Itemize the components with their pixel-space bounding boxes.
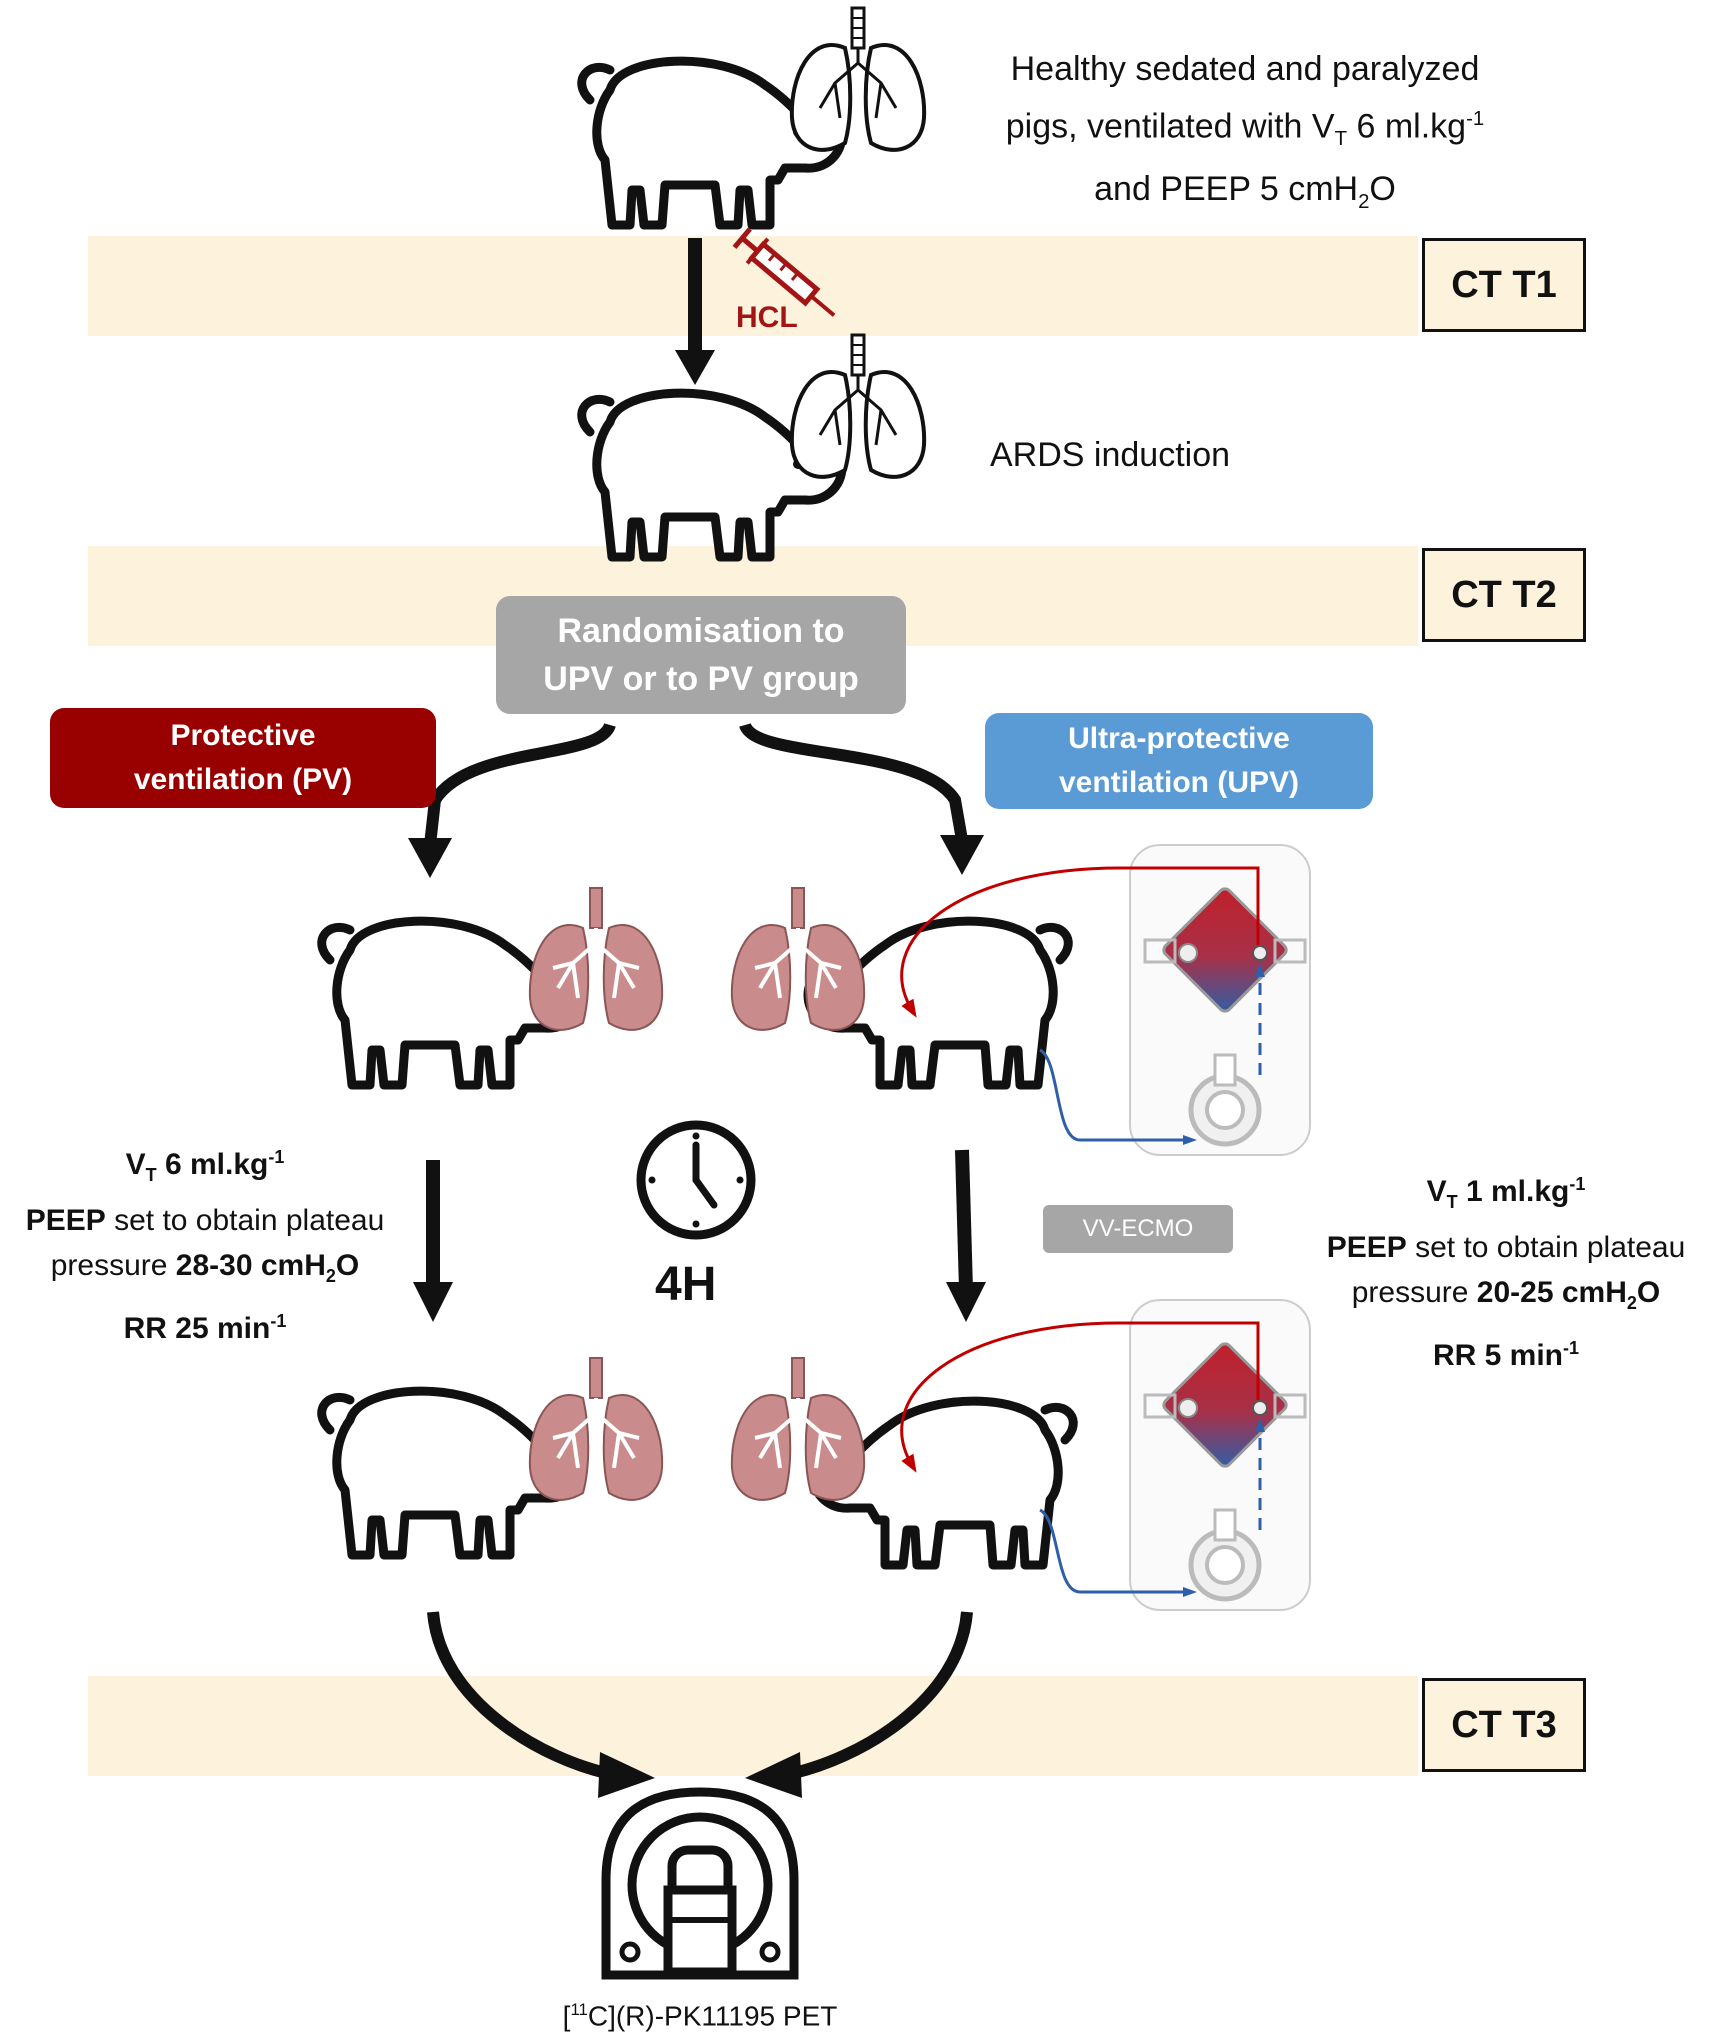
- pv-box: Protective ventilation (PV): [50, 708, 436, 808]
- arrow-icon: [675, 350, 715, 385]
- lungs-icon: [789, 6, 927, 152]
- text-part: set to obtain plateau: [1406, 1231, 1686, 1264]
- text-sup: -1: [1466, 108, 1485, 130]
- text-sup: -1: [1563, 1338, 1580, 1358]
- ct-label: CT: [1451, 1703, 1513, 1746]
- text-part: pressure: [50, 1249, 176, 1282]
- randomisation-line2: UPV or to PV group: [543, 660, 859, 698]
- text-sup: 11: [570, 2000, 588, 2019]
- hcl-label: HCL: [736, 301, 798, 334]
- text-part: 6 ml.kg: [156, 1148, 269, 1181]
- lungs-icon: [527, 1356, 665, 1502]
- text-part: pressure: [1351, 1276, 1477, 1309]
- upv-line2: ventilation (UPV): [1058, 766, 1299, 799]
- text-part: pigs, ventilated with V: [1005, 107, 1335, 146]
- ct-t3-band: [88, 1676, 1418, 1776]
- lungs-icon: [729, 1356, 867, 1502]
- text-part: [: [562, 2000, 571, 2032]
- text-sup: -1: [1569, 1174, 1586, 1194]
- ct-label: CT: [1451, 263, 1513, 306]
- text-sub: T: [1334, 128, 1348, 151]
- pv-rr: RR 25 min-1: [0, 1299, 410, 1351]
- lungs-icon: [789, 333, 927, 479]
- text-part: O: [1636, 1276, 1661, 1309]
- lungs-icon: [729, 886, 867, 1032]
- arrow-icon: [408, 838, 452, 878]
- upv-pressure: pressure 20-25 cmH2O: [1300, 1270, 1712, 1326]
- ecmo-label-text: VV-ECMO: [1082, 1215, 1194, 1242]
- timepoint-label: T2: [1512, 573, 1557, 616]
- baseline-line2: pigs, ventilated with VT 6 ml.kg-1: [965, 94, 1525, 164]
- ct-t1-box: CT T1: [1422, 238, 1586, 332]
- text-part: and PEEP 5 cmH: [1094, 170, 1359, 209]
- text-part: 1 ml.kg: [1457, 1175, 1570, 1208]
- ct-t2-box: CT T2: [1422, 548, 1586, 642]
- upv-line1: Ultra-protective: [1068, 722, 1290, 755]
- text-sub: T: [145, 1165, 157, 1185]
- text-part: 20-25 cmH: [1476, 1276, 1627, 1309]
- timepoint-label: T1: [1512, 263, 1557, 306]
- upv-peep: PEEP set to obtain plateau: [1300, 1225, 1712, 1270]
- pet-label: [11C](R)-PK11195 PET: [560, 1990, 840, 2036]
- text-part: V: [125, 1148, 146, 1181]
- ct-label: CT: [1451, 573, 1513, 616]
- text-part: set to obtain plateau: [105, 1204, 385, 1237]
- pv-line1: Protective: [170, 719, 316, 752]
- arrow-icon: [940, 835, 984, 875]
- text-sub: 2: [325, 1266, 336, 1286]
- pv-line2: ventilation (PV): [133, 763, 353, 796]
- ards-label: ARDS induction: [990, 436, 1231, 474]
- text-sup: -1: [268, 1147, 285, 1167]
- text-sub: T: [1446, 1192, 1458, 1212]
- arrow-icon: [745, 1752, 802, 1798]
- lungs-icon: [527, 886, 665, 1032]
- ecmo-circuit-icon: [1130, 1300, 1310, 1610]
- pv-pressure: pressure 28-30 cmH2O: [0, 1243, 410, 1299]
- text-part: O: [1369, 170, 1396, 209]
- duration-label: 4H: [655, 1258, 717, 1311]
- timepoint-label: T3: [1512, 1703, 1557, 1746]
- randomisation-line1: Randomisation to: [557, 612, 845, 650]
- text-part: PEEP: [1326, 1231, 1407, 1264]
- baseline-line3: and PEEP 5 cmH2O: [965, 164, 1525, 227]
- ct-t3-box: CT T3: [1422, 1678, 1586, 1772]
- ecmo-label: VV-ECMO: [1043, 1205, 1233, 1253]
- pv-parameters: VT 6 ml.kg-1 PEEP set to obtain plateau …: [0, 1135, 410, 1351]
- baseline-line1: Healthy sedated and paralyzed: [1010, 50, 1480, 88]
- text-part: C](R)-PK11195 PET: [587, 2000, 838, 2032]
- pv-peep: PEEP set to obtain plateau: [0, 1198, 410, 1243]
- arrow-icon: [598, 1752, 655, 1798]
- text-part: RR 5 min: [1432, 1339, 1563, 1372]
- pv-vt: VT 6 ml.kg-1: [0, 1135, 410, 1198]
- arrow-icon: [413, 1282, 453, 1322]
- text-sup: -1: [270, 1311, 287, 1331]
- text-part: 6 ml.kg: [1347, 107, 1467, 146]
- text-part: O: [335, 1249, 360, 1282]
- text-part: RR 25 min: [123, 1312, 271, 1345]
- text-part: V: [1426, 1175, 1447, 1208]
- syringe-icon: [732, 227, 836, 317]
- randomisation-box: Randomisation to UPV or to PV group: [496, 596, 906, 714]
- text-sub: 2: [1358, 190, 1370, 213]
- ecmo-circuit-icon: [1130, 845, 1310, 1155]
- upv-box: Ultra-protective ventilation (UPV): [985, 713, 1373, 809]
- text-part: PEEP: [25, 1204, 106, 1237]
- upv-vt: VT 1 ml.kg-1: [1300, 1162, 1712, 1225]
- pet-scanner-icon: [601, 1787, 799, 1980]
- arrow-icon: [946, 1282, 986, 1322]
- baseline-description: Healthy sedated and paralyzed pigs, vent…: [965, 44, 1525, 227]
- upv-rr: RR 5 min-1: [1300, 1326, 1712, 1378]
- text-part: 28-30 cmH: [175, 1249, 326, 1282]
- text-sub: 2: [1626, 1293, 1637, 1313]
- upv-parameters: VT 1 ml.kg-1 PEEP set to obtain plateau …: [1300, 1162, 1712, 1378]
- clock-icon: [641, 1125, 751, 1235]
